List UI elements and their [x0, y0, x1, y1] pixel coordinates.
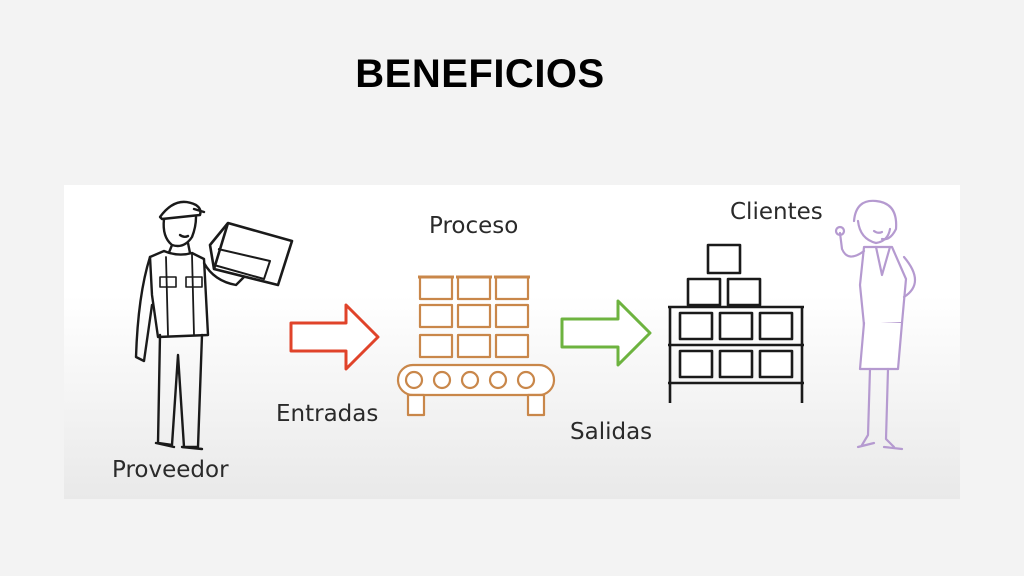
sipoc-diagram-panel: Proveedor Entradas Proceso Salidas Clien…	[64, 185, 960, 499]
process-label: Proceso	[429, 213, 519, 239]
diagram-canvas	[134, 199, 917, 451]
supplier-label: Proveedor	[112, 457, 229, 483]
client-figure	[834, 199, 917, 451]
inputs-label: Entradas	[276, 401, 379, 427]
outputs-label: Salidas	[570, 419, 653, 445]
box-icon	[208, 221, 294, 287]
inputs-arrow	[289, 303, 380, 371]
outputs-arrow	[560, 299, 652, 367]
shelf-icon	[668, 243, 804, 403]
slide-title: BENEFICIOS	[355, 52, 605, 96]
clients-label: Clientes	[730, 199, 823, 225]
process-box-grid	[418, 275, 530, 359]
supplier-figure	[134, 200, 246, 451]
process-icon	[396, 275, 556, 417]
